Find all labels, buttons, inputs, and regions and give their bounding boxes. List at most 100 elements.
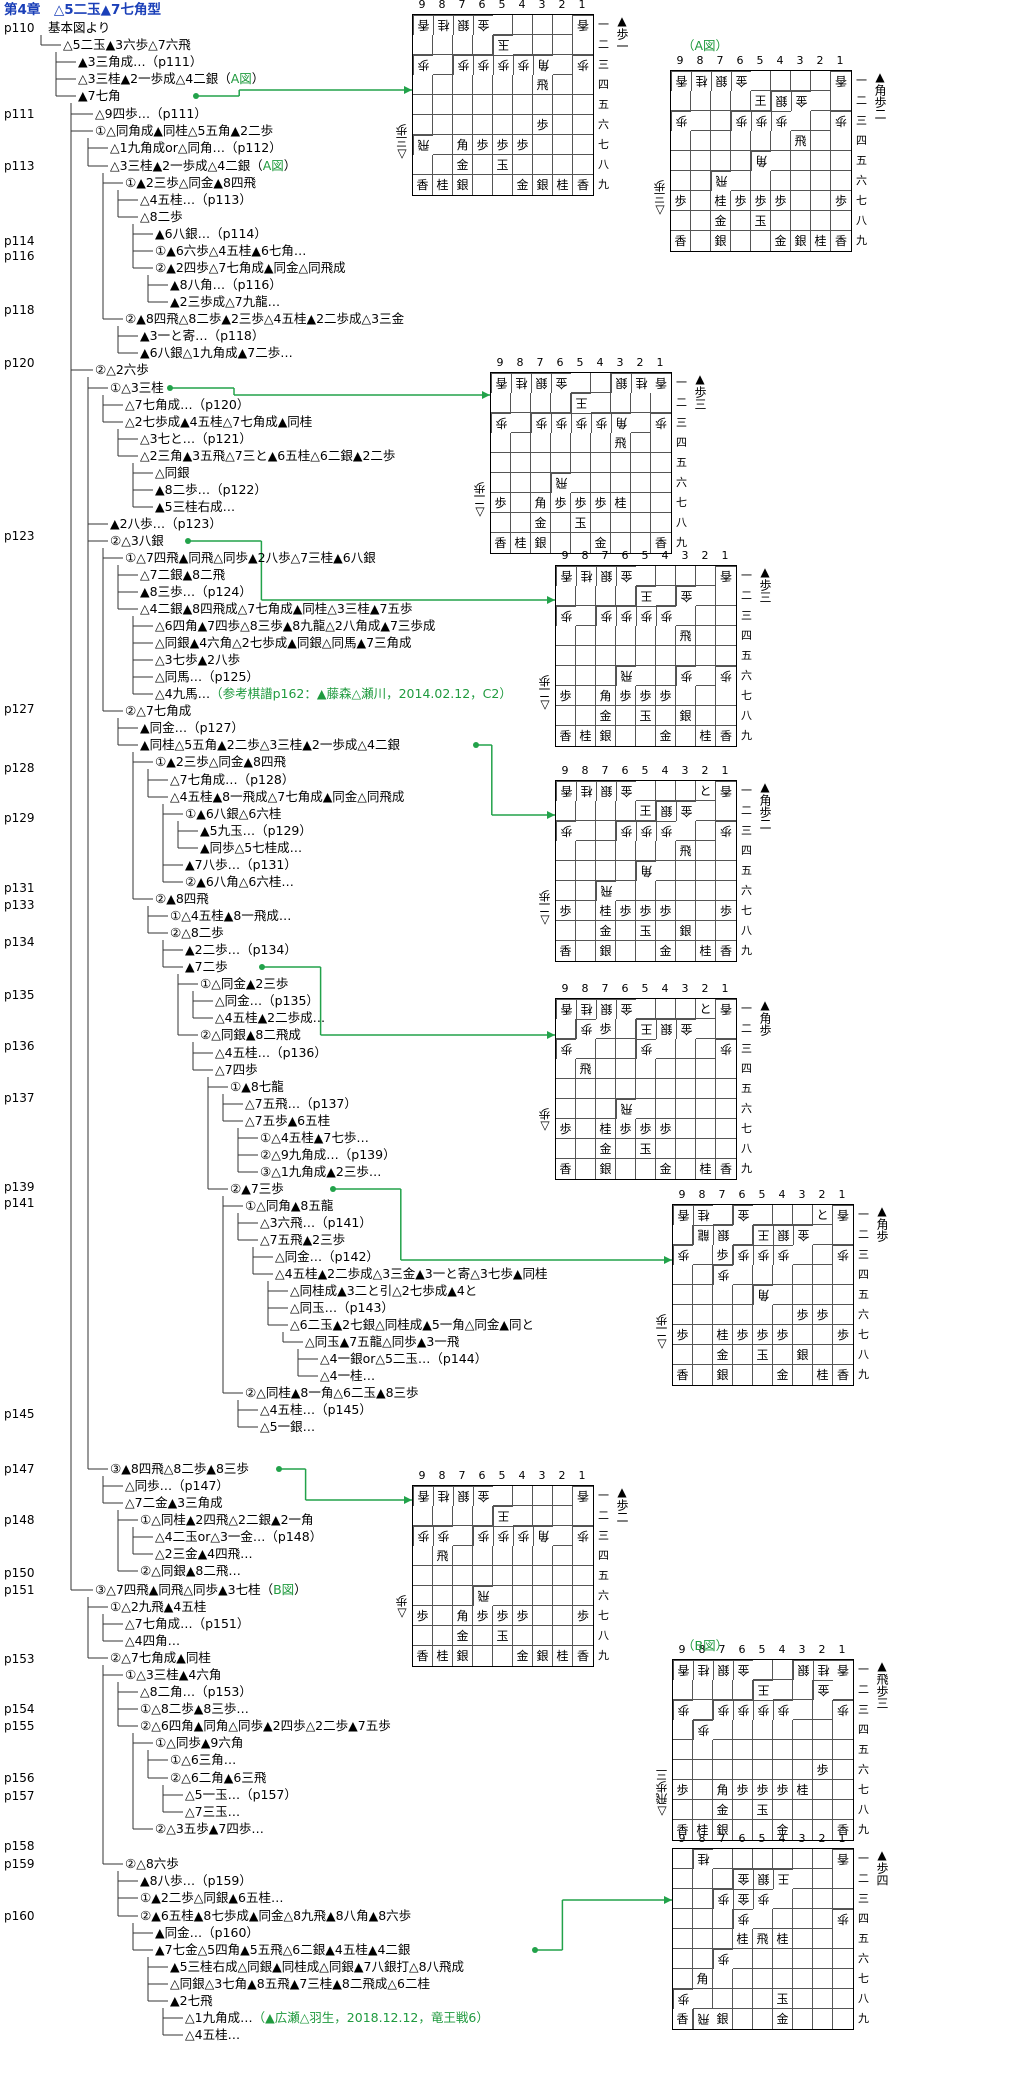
opponent-piece: 金 <box>676 1019 696 1039</box>
empty-square <box>636 566 656 586</box>
empty-square <box>713 1989 733 2009</box>
empty-square <box>713 1849 733 1869</box>
empty-square <box>733 1285 753 1305</box>
own-piece: 桂 <box>813 1365 833 1385</box>
empty-square <box>831 151 851 171</box>
empty-square <box>733 1989 753 2009</box>
empty-square <box>773 1909 793 1929</box>
empty-square <box>513 35 533 55</box>
empty-square <box>533 15 553 35</box>
move-text: ②△同銀▲8二飛成 <box>200 1027 301 1042</box>
variation-line: ②▲6五桂▲8七歩成▲同金△8九飛▲8八角▲8六歩 <box>140 1909 411 1923</box>
empty-square <box>691 191 711 211</box>
empty-square <box>673 1760 693 1780</box>
own-piece: 金 <box>773 1820 793 1840</box>
opponent-piece: 歩 <box>556 821 576 841</box>
opponent-piece: 金 <box>733 1869 753 1889</box>
empty-square <box>791 111 811 131</box>
opponent-piece: 歩 <box>491 413 511 433</box>
variation-line: △2七歩成▲4五桂△7七角成▲同桂 <box>125 415 312 429</box>
column-number: 2 <box>818 1643 826 1656</box>
row-number: 五 <box>598 97 609 111</box>
sente-hand: ▲角歩 <box>758 998 772 1036</box>
row-numbers: 一二三四五六七八九 <box>598 1485 609 1665</box>
empty-square <box>433 115 453 135</box>
empty-square <box>651 453 671 473</box>
variation-line: ①△同金▲2三歩 <box>200 977 288 991</box>
empty-square <box>751 231 771 251</box>
empty-square <box>636 626 656 646</box>
opponent-piece: 桂 <box>631 373 651 393</box>
empty-square <box>531 473 551 493</box>
row-number: 三 <box>598 1528 609 1542</box>
empty-square <box>773 1265 793 1285</box>
opponent-piece: 龍 <box>693 1225 713 1245</box>
opponent-piece: 香 <box>491 373 511 393</box>
variation-line: ③▲8四飛△8二歩▲8三歩 <box>110 1461 249 1476</box>
empty-square <box>453 95 473 115</box>
empty-square <box>793 1365 813 1385</box>
opponent-piece: 金 <box>473 1486 493 1506</box>
move-text: ③▲8四飛△8二歩▲8三歩 <box>110 1461 249 1476</box>
gote-hand: △歩 <box>395 1595 409 1621</box>
move-text: ③△1九角成▲2三歩… <box>260 1164 382 1179</box>
opponent-piece: 歩 <box>733 1245 753 1265</box>
variation-line: △2三金▲4四飛… <box>155 1547 253 1561</box>
row-number: 三 <box>858 1247 869 1261</box>
variation-line: △6二玉▲2七銀△同桂成▲5一角△同金▲同と <box>290 1318 534 1332</box>
empty-square <box>793 1989 813 2009</box>
empty-square <box>713 1305 733 1325</box>
column-number: 9 <box>496 356 504 369</box>
empty-square <box>596 626 616 646</box>
empty-square <box>553 55 573 75</box>
move-text: △5一銀… <box>260 1419 316 1434</box>
empty-square <box>596 801 616 821</box>
own-piece: 飛 <box>611 433 631 453</box>
empty-square <box>591 433 611 453</box>
empty-square <box>676 941 696 961</box>
gote-hand: △飛歩三 <box>655 1769 669 1819</box>
empty-square <box>696 566 716 586</box>
column-number: 1 <box>578 0 586 11</box>
empty-square <box>513 95 533 115</box>
empty-square <box>611 513 631 533</box>
empty-square <box>793 1285 813 1305</box>
variation-line: △3六飛…（p141） <box>260 1216 372 1230</box>
empty-square <box>773 1889 793 1909</box>
own-piece: 歩 <box>751 191 771 211</box>
empty-square <box>676 1139 696 1159</box>
own-piece: 角 <box>531 493 551 513</box>
opponent-piece: 飛 <box>616 1099 636 1119</box>
board-grid: 桂香金銀王歩金歩歩歩桂飛桂歩角歩玉香飛銀金 <box>672 1848 854 2030</box>
empty-square <box>773 1680 793 1700</box>
empty-square <box>691 151 711 171</box>
row-number: 八 <box>598 1628 609 1642</box>
variation-line: △3三桂▲2一歩成△4二銀（A図） <box>110 159 296 173</box>
opponent-piece: 銀 <box>453 1486 473 1506</box>
row-numbers: 一二三四五六七八九 <box>598 14 609 194</box>
variation-line: ①▲6八銀△6六桂 <box>185 807 281 821</box>
own-piece: 銀 <box>676 706 696 726</box>
own-piece: 玉 <box>636 706 656 726</box>
own-piece: 金 <box>713 1800 733 1820</box>
own-piece: 飛 <box>533 75 553 95</box>
empty-square <box>813 1345 833 1365</box>
move-text: △同銀 <box>155 465 190 480</box>
sente-hand: ▲歩二 <box>615 1485 629 1523</box>
empty-square <box>576 586 596 606</box>
empty-square <box>716 921 736 941</box>
empty-square <box>616 1159 636 1179</box>
empty-square <box>636 726 656 746</box>
empty-square <box>793 1245 813 1265</box>
empty-square <box>616 941 636 961</box>
variation-line: △同銀 <box>155 465 190 480</box>
empty-square <box>553 1506 573 1526</box>
empty-square <box>433 55 453 75</box>
empty-square <box>576 1119 596 1139</box>
empty-square <box>656 861 676 881</box>
move-text: △1九角成… <box>185 2010 253 2025</box>
move-text: 基本図より <box>48 20 111 35</box>
empty-square <box>753 1660 773 1680</box>
